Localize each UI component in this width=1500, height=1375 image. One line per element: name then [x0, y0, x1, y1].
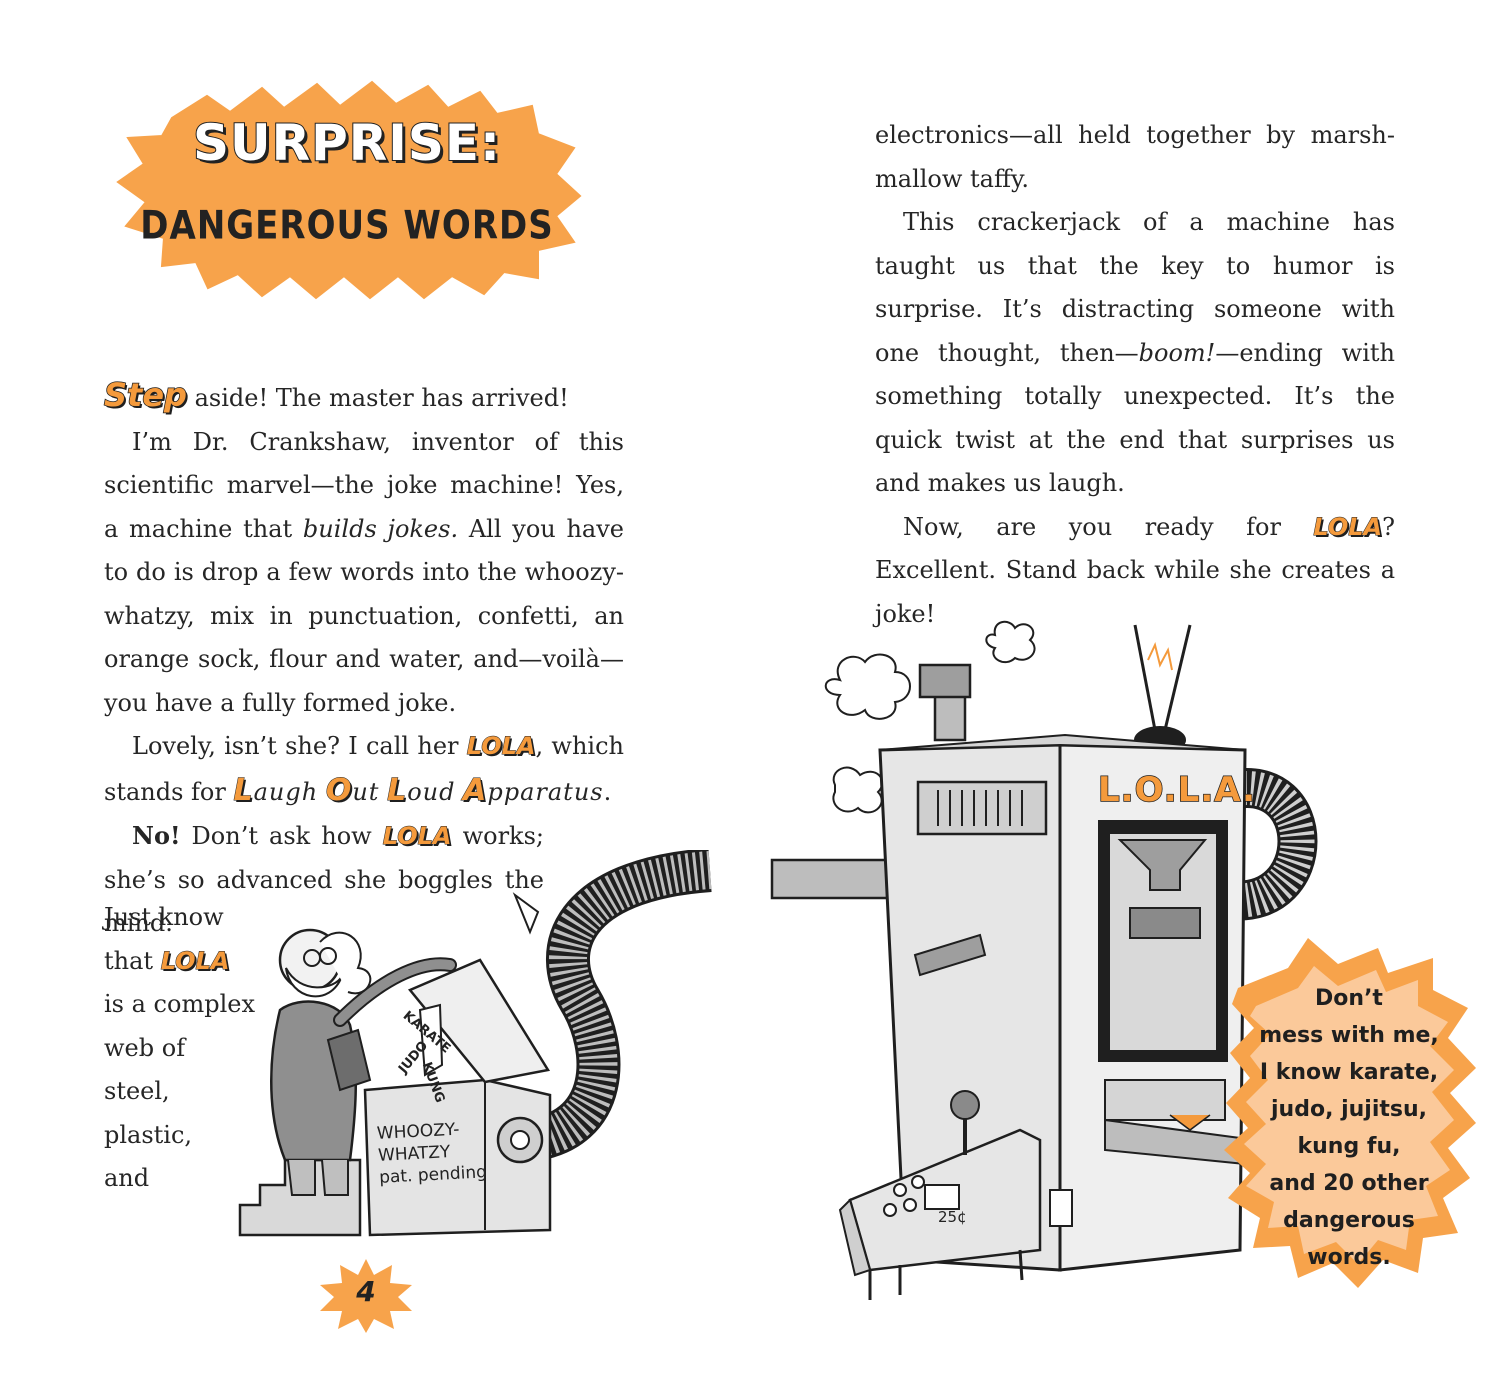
paragraph-1: Step aside! The master has arrived! — [103, 374, 624, 421]
narrow-line: Just know — [104, 903, 224, 931]
paragraph-3-end: . — [603, 777, 612, 806]
paragraph-3-start: Lovely, isn’t she? I call her — [132, 732, 467, 760]
speech-line-3: I know karate, — [1259, 1060, 1439, 1085]
acronym-initial-o: O — [325, 772, 353, 808]
narrow-line: that LOLA — [104, 940, 274, 984]
speech-line-7: dangerous — [1283, 1208, 1415, 1233]
paragraph-2: I’m Dr. Crankshaw, inventor of this scie… — [104, 421, 624, 726]
inventor-drawing — [238, 848, 712, 1237]
narrow-line: is a complex — [104, 990, 255, 1018]
narrow-line: web of — [104, 1033, 186, 1062]
acronym-out: Out — [325, 772, 380, 808]
narrow-line: plastic, — [104, 1120, 193, 1149]
acronym-initial-l: L — [233, 772, 254, 808]
right-page: electronics—all held together by marsh-m… — [750, 0, 1500, 1375]
left-page: SURPRISE: DANGEROUS WORDS Step aside! Th… — [103, 78, 750, 1335]
boom-italic: boom! — [1138, 338, 1216, 367]
speech-line-8: words. — [1307, 1245, 1391, 1270]
acronym-rest-ut: ut — [352, 777, 380, 806]
paragraph-2-text: I’m Dr. Crankshaw, inventor of this scie… — [104, 427, 624, 543]
acronym-rest-augh: augh — [253, 777, 319, 806]
title-burst: SURPRISE: DANGEROUS WORDS — [112, 78, 582, 300]
coin-slot-label: 25¢ — [938, 1208, 967, 1226]
speech-line-2: mess with me, — [1259, 1023, 1439, 1048]
speech-burst-shape — [1224, 938, 1476, 1288]
paragraph-3: Lovely, isn’t she? I call her LOLA, whic… — [104, 725, 624, 814]
whoozy-whatzy-label: WHOOZY- WHATZY pat. pending — [376, 1117, 489, 1189]
acronym-apparatus: Apparatus — [463, 772, 604, 808]
lola-machine-drawing — [770, 620, 1318, 1300]
right-paragraph-3: Now, are you ready for LOLA? Excellent. … — [875, 506, 1395, 637]
right-paragraph-2-b: —ending with something totally unexpecte… — [875, 338, 1396, 498]
narrow-line: steel, — [104, 1077, 170, 1105]
narrow-line-that: that — [104, 946, 154, 975]
paragraph-4-a: Don’t ask how — [180, 822, 383, 850]
title-main: SURPRISE: — [192, 113, 502, 173]
acronym-initial-a: A — [463, 772, 488, 808]
speech-line-4: judo, jujitsu, — [1271, 1097, 1427, 1122]
inventor-illustration: WHOOZY- WHATZY pat. pending KARATE JUDO … — [230, 848, 750, 1250]
right-paragraph-2: This crackerjack of a machine has taught… — [875, 201, 1395, 506]
lola-word-4: LOLA — [1313, 512, 1383, 541]
acronym-laugh: Laugh — [233, 772, 319, 808]
narrow-line: and — [104, 1164, 150, 1192]
page-number-badge: 4 — [316, 1255, 416, 1335]
left-body-text: Step aside! The master has arrived! I’m … — [103, 374, 624, 946]
paragraph-2-rest: All you have to do is drop a few words i… — [104, 514, 625, 717]
acronym-rest-pparatus: pparatus — [487, 777, 604, 806]
right-paragraph-3-a: Now, are you ready for — [903, 512, 1314, 541]
right-body-text: electronics—all held together by marsh-m… — [875, 114, 1395, 636]
paragraph-4-b: works; she’s so advanced she boggles the… — [104, 822, 544, 937]
speech-burst: Don’t mess with me, I know karate, judo,… — [1218, 928, 1480, 1298]
acronym-initial-l2: L — [387, 772, 408, 808]
paragraph-1-text: aside! The master has arrived! — [186, 384, 569, 412]
right-paragraph-3-b: ? Excellent. Stand back while she create… — [875, 512, 1395, 628]
paragraph-4: No! Don’t ask how LOLA works; she’s so a… — [104, 814, 544, 946]
lola-word-3: LOLA — [160, 946, 230, 975]
lola-word-2: LOLA — [382, 822, 452, 851]
paragraph-3-mid: , which stands for — [104, 732, 624, 806]
title-burst-shape — [116, 80, 582, 300]
page-number-burst — [320, 1259, 412, 1333]
speech-line-6: and 20 other — [1269, 1171, 1429, 1196]
no-bold: No! — [132, 821, 181, 850]
lola-word: LOLA — [466, 732, 536, 761]
step-word: Step — [103, 375, 187, 415]
speech-line-5: kung fu, — [1297, 1134, 1401, 1159]
left-narrow-column: Just know that LOLA is a complex web of … — [104, 896, 274, 1201]
speech-line-1: Don’t — [1315, 986, 1383, 1011]
speech-bubble-text: Don’t mess with me, I know karate, judo,… — [1236, 980, 1462, 1276]
lola-machine-sign: L.O.L.A. — [1097, 769, 1257, 811]
title-subtitle: DANGEROUS WORDS — [140, 203, 554, 249]
page-number: 4 — [356, 1275, 376, 1308]
acronym-loud: Loud — [387, 772, 456, 808]
builds-jokes-italic: builds jokes. — [302, 514, 459, 543]
right-paragraph-1: electronics—all held together by marsh-m… — [875, 121, 1395, 193]
lola-machine-illustration: L.O.L.A. 25¢ — [760, 610, 1500, 1310]
right-paragraph-2-a: This crackerjack of a machine has taught… — [875, 208, 1395, 367]
acronym-rest-oud: oud — [407, 777, 456, 806]
